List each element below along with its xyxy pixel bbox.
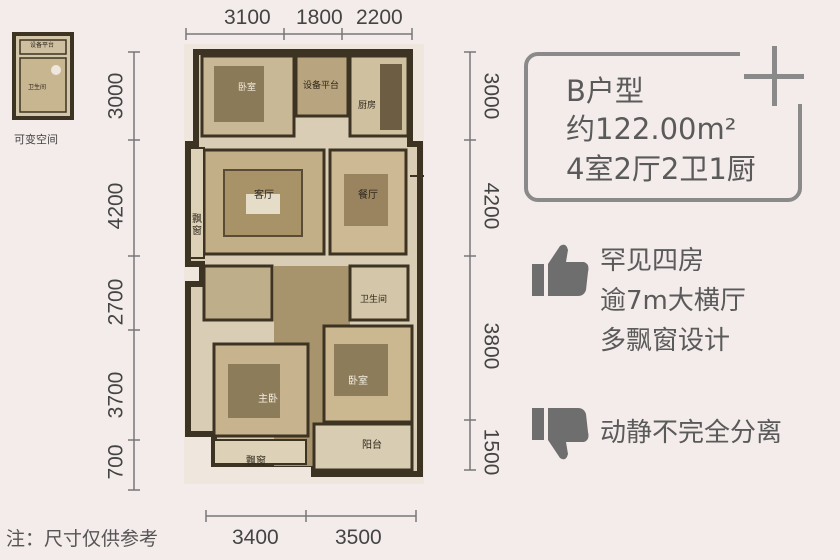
size-note: 注：尺寸仅供参考	[6, 528, 159, 550]
label-bay-window-bottom: 飘窗	[246, 456, 266, 467]
room-bay-window-bottom	[213, 439, 307, 465]
thumbs-up-icon	[532, 244, 589, 296]
room-bathroom-left	[202, 264, 274, 322]
variable-space-room-2: 卫生间	[28, 84, 47, 91]
label-bedroom-top: 卧室	[238, 83, 257, 93]
con-1: 动静不完全分离	[600, 418, 783, 448]
top-dim-2: 1800	[296, 6, 343, 29]
room-equipment-platform	[294, 54, 350, 118]
unit-info-box	[524, 52, 802, 202]
pro-3: 多飘窗设计	[600, 326, 731, 356]
floor-plan	[184, 44, 424, 484]
label-bedroom-right: 卧室	[348, 376, 368, 387]
variable-space-label: 可变空间	[14, 133, 58, 146]
label-equipment-platform: 设备平台	[303, 81, 340, 91]
unit-type-name: B户型	[566, 74, 644, 108]
bottom-dim-2: 3500	[335, 526, 382, 549]
label-dining: 餐厅	[358, 190, 378, 201]
room-bathroom	[348, 264, 410, 322]
pro-1: 罕见四房	[600, 246, 705, 276]
unit-area: 约122.00m²	[566, 112, 737, 146]
label-kitchen: 厨房	[358, 101, 377, 111]
room-balcony	[312, 422, 414, 472]
thumbs-down-icon	[532, 408, 589, 460]
unit-layout: 4室2厅2卫1厨	[566, 152, 756, 186]
label-master-bedroom: 主卧	[258, 394, 278, 405]
plus-icon-vertical	[772, 46, 777, 106]
label-bathroom: 卫生间	[360, 295, 388, 305]
variable-space-thumbnail	[12, 32, 74, 120]
label-living: 客厅	[254, 190, 274, 201]
top-dim-3: 2200	[356, 6, 403, 29]
bottom-dim-1: 3400	[232, 526, 279, 549]
variable-space-room-1: 设备平台	[30, 42, 55, 49]
room-bay-window-left	[189, 147, 205, 259]
top-dim-1: 3100	[224, 6, 271, 29]
label-balcony: 阳台	[362, 440, 382, 451]
label-bay-window-left: 飘窗	[192, 214, 202, 237]
pro-2: 逾7m大横厅	[600, 286, 746, 316]
